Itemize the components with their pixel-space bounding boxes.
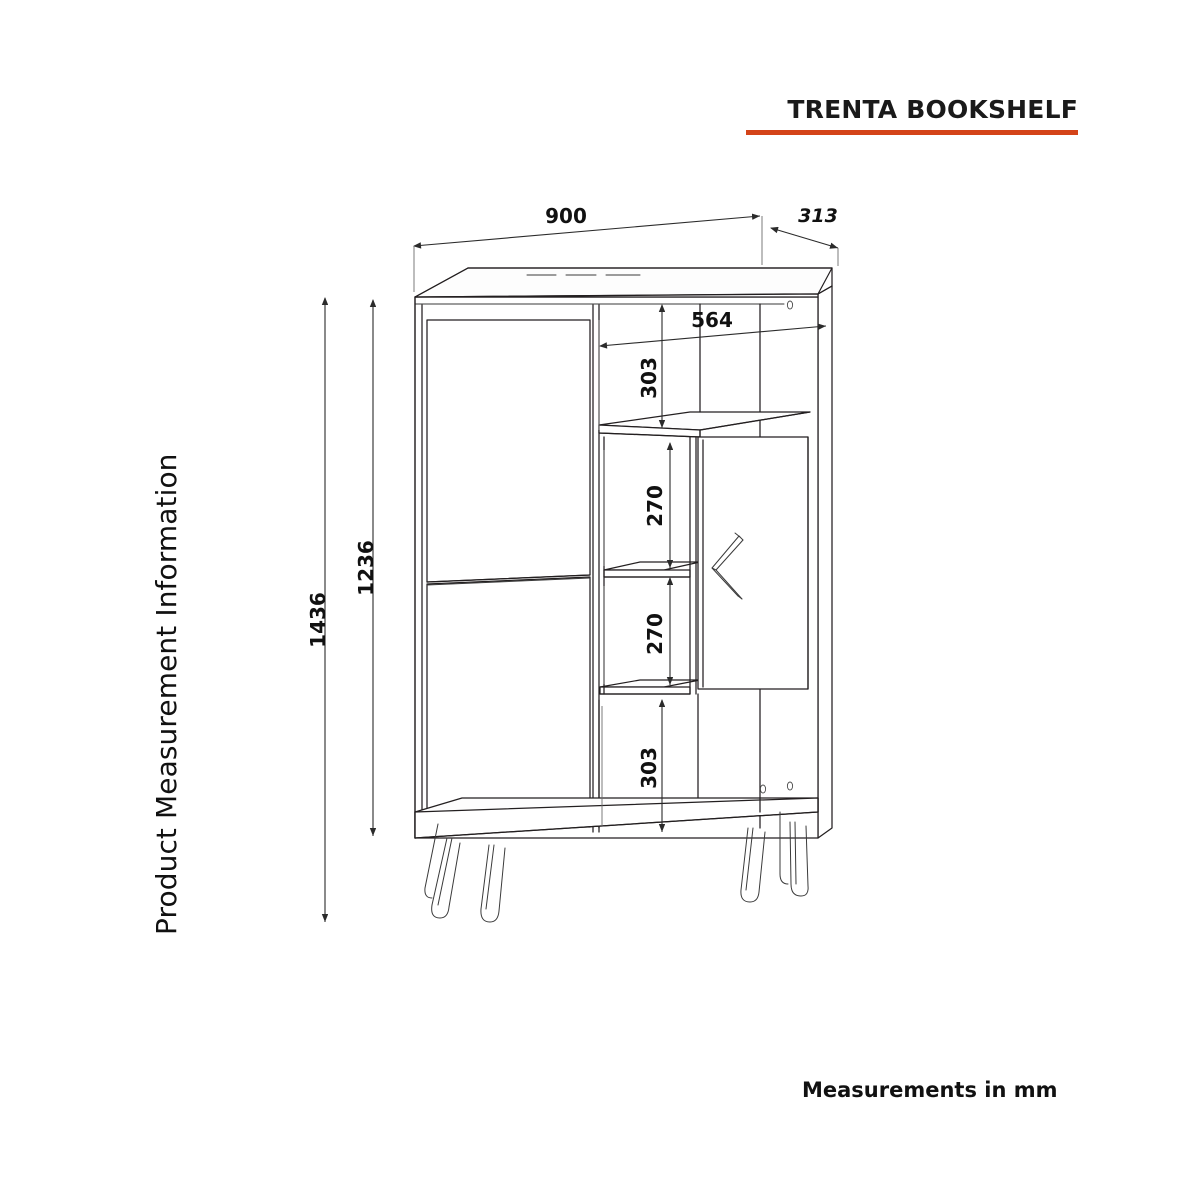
dimension-bottom-height-303: 303 <box>637 699 666 832</box>
chevron-handle-icon <box>711 532 744 600</box>
top-panel-left-edge <box>414 267 469 298</box>
dimension-mid-height-270-upper: 270 <box>643 442 674 568</box>
dimension-label-1236: 1236 <box>354 540 378 596</box>
dimension-top-height-303: 303 <box>637 304 666 428</box>
dimension-label-303-bottom: 303 <box>637 747 661 789</box>
title-block: TRENTA BOOKSHELF <box>746 96 1078 135</box>
witness-lines <box>598 320 605 826</box>
dimension-label-1436: 1436 <box>306 592 330 648</box>
dowel-hole-bottom-inner <box>759 784 767 794</box>
dimension-label-270-lower: 270 <box>643 613 667 655</box>
dimension-label-564: 564 <box>691 308 733 332</box>
left-door-divider-line <box>426 574 591 583</box>
dimension-mid-height-270-lower: 270 <box>643 577 674 685</box>
title-underline-rule <box>746 129 1078 135</box>
right-cabinet-door <box>697 436 809 690</box>
left-lower-door <box>426 576 591 828</box>
dimension-width-564: 564 <box>599 308 827 349</box>
top-panel-right-edge <box>817 285 833 295</box>
dimension-width-900: 900 <box>413 204 763 292</box>
page-title: TRENTA BOOKSHELF <box>787 95 1078 124</box>
dimension-depth-313: 313 <box>770 205 839 266</box>
bookshelf-carcass <box>414 267 833 923</box>
middle-shelf-1-front <box>603 569 691 578</box>
middle-shelf-2-front <box>599 686 691 695</box>
dimension-height-1436: 1436 <box>306 297 330 922</box>
upper-shelf-bottom-line <box>598 432 701 438</box>
hairpin-legs <box>424 811 809 923</box>
dimension-height-1236: 1236 <box>354 299 378 836</box>
dimension-label-303-top: 303 <box>637 357 661 399</box>
dowel-hole-top-right <box>786 300 794 310</box>
dimension-label-900: 900 <box>545 204 587 228</box>
dowel-hole-bottom-right <box>786 781 794 791</box>
bottom-panel-bottom-edge <box>414 811 819 839</box>
left-door-divider-line-2 <box>426 577 591 586</box>
upper-shelf-right-edge <box>699 411 811 431</box>
top-panel-front-edge <box>414 293 819 298</box>
top-panel-surface <box>414 267 833 298</box>
footer-measurements-unit-note: Measurements in mm <box>802 1078 1058 1102</box>
dimension-label-270-upper: 270 <box>643 485 667 527</box>
right-side-panel-edge <box>817 285 833 839</box>
left-upper-door <box>426 319 591 583</box>
dimension-label-313: 313 <box>798 205 838 227</box>
